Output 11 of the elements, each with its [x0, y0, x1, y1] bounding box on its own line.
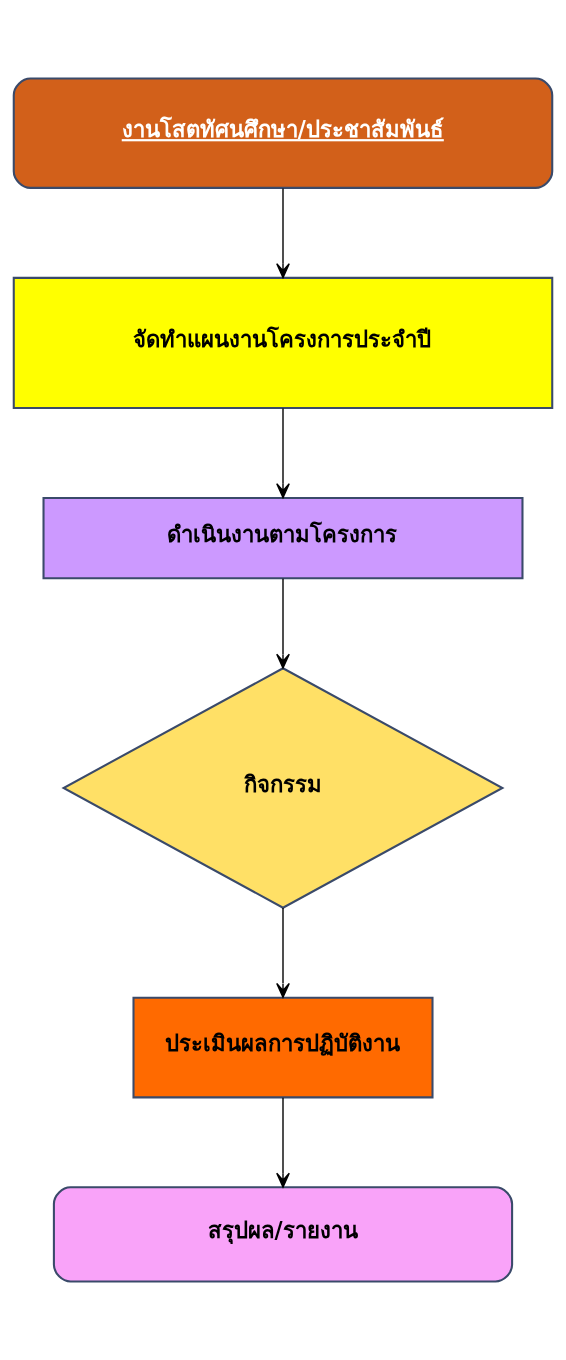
arrow	[276, 907, 290, 998]
node-diamond: กิจกรรม	[61, 667, 505, 909]
arrow	[276, 1097, 290, 1188]
arrow	[276, 577, 290, 669]
node-box: ประเมินผลการปฏิบัติงาน	[132, 996, 434, 1099]
arrow	[276, 407, 290, 499]
node-box: จัดทำแผนงานโครงการประจำปี	[12, 276, 554, 410]
arrow	[276, 187, 290, 279]
node-box: สรุปผล/รายงาน	[52, 1186, 514, 1283]
node-box: ดำเนินงานตามโครงการ	[42, 496, 524, 580]
node-box: งานโสตทัศนศึกษา/ประชาสัมพันธ์	[12, 77, 554, 189]
